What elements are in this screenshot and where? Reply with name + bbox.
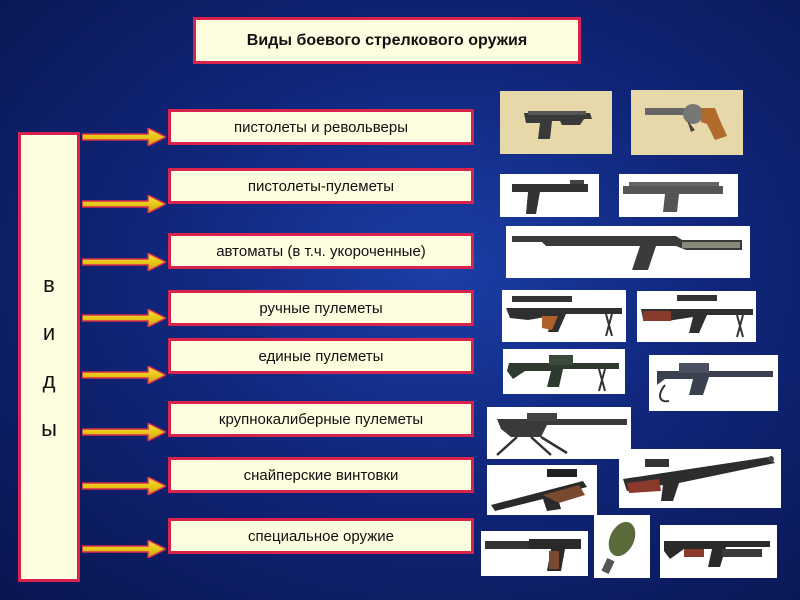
side-letter: д	[42, 368, 56, 393]
grenade-launcher-rifle-image	[660, 525, 777, 578]
special-pistol-image	[481, 531, 588, 576]
submachine-gun-image-2	[619, 174, 738, 217]
pistol-image	[500, 91, 612, 154]
heavy-machine-gun-image	[487, 407, 631, 459]
arrow-icon	[82, 253, 166, 271]
arrow-icon	[82, 477, 166, 495]
general-machine-gun-image-1	[503, 349, 625, 394]
side-letter: и	[42, 320, 56, 345]
side-label-box: в и д ы	[18, 132, 80, 582]
general-machine-gun-image-2	[649, 355, 778, 411]
side-letter: ы	[41, 416, 57, 441]
assault-rifle-image	[506, 226, 750, 278]
sniper-rifle-image-1	[487, 465, 597, 515]
category-assault-rifles: автоматы (в т.ч. укороченные)	[168, 233, 474, 269]
slide-title: Виды боевого стрелкового оружия	[193, 17, 581, 64]
arrow-icon	[82, 423, 166, 441]
sniper-rifle-image-2	[619, 449, 781, 508]
light-machine-gun-image-2	[637, 291, 756, 342]
arrow-icon	[82, 366, 166, 384]
grenade-image	[594, 515, 650, 578]
category-pistols-revolvers: пистолеты и револьверы	[168, 109, 474, 145]
revolver-image	[631, 90, 743, 155]
category-submachine-guns: пистолеты-пулеметы	[168, 168, 474, 204]
category-general-machine-guns: единые пулеметы	[168, 338, 474, 374]
category-special-weapons: специальное оружие	[168, 518, 474, 554]
side-letter: в	[43, 272, 55, 297]
light-machine-gun-image-1	[502, 290, 626, 342]
category-light-machine-guns: ручные пулеметы	[168, 290, 474, 326]
arrow-icon	[82, 128, 166, 146]
arrow-icon	[82, 195, 166, 213]
category-heavy-machine-guns: крупнокалиберные пулеметы	[168, 401, 474, 437]
category-sniper-rifles: снайперские винтовки	[168, 457, 474, 493]
arrow-icon	[82, 309, 166, 327]
submachine-gun-image-1	[500, 174, 599, 217]
arrow-icon	[82, 540, 166, 558]
